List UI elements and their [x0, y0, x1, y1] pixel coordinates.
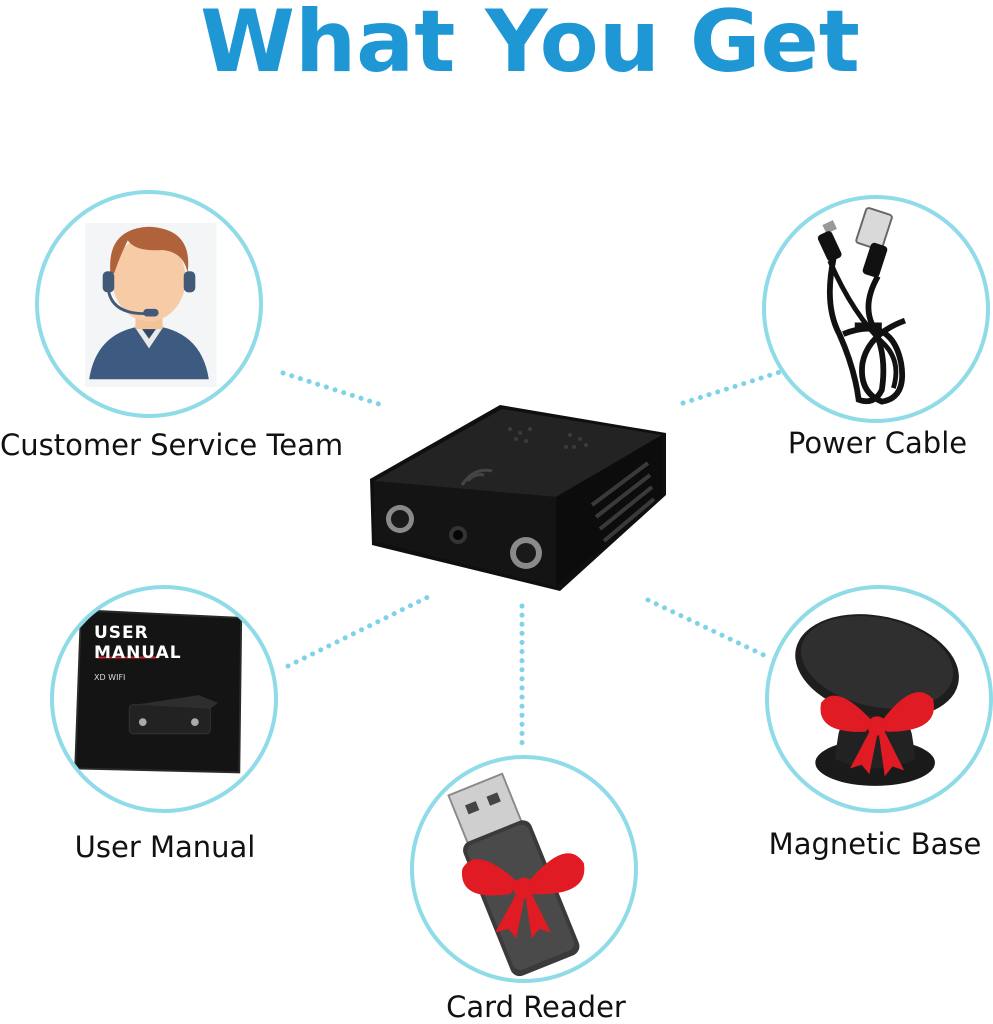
- connector-line-user-manual: [285, 593, 433, 669]
- customer-service-circle: [35, 190, 263, 418]
- magnetic-base-label: Magnetic Base: [768, 827, 982, 861]
- power-cable-circle: [762, 195, 990, 423]
- card-reader-circle: [410, 755, 638, 983]
- power-cable-label: Power Cable: [787, 426, 968, 460]
- connector-line-magnetic-base: [645, 597, 773, 661]
- user-manual-label: User Manual: [74, 830, 256, 864]
- card-reader-label: Card Reader: [446, 990, 626, 1024]
- manual-title-line1: USER: [94, 623, 149, 643]
- manual-title-line2: MANUAL: [94, 643, 182, 663]
- bow-icon: [820, 692, 934, 777]
- customer-service-agent-icon: [85, 222, 217, 387]
- usb-cable-icon: [817, 207, 906, 405]
- magnetic-base-icon: [795, 614, 959, 786]
- magnetic-base-circle: [765, 585, 993, 813]
- manual-subtitle: XD WIFI: [94, 673, 126, 682]
- user-manual-circle: USER MANUAL XD WIFI: [50, 585, 278, 813]
- mini-camera-icon: [370, 405, 666, 591]
- customer-service-label: Customer Service Team: [0, 428, 344, 462]
- page-title: What You Get: [200, 0, 860, 92]
- card-reader-icon: [447, 772, 585, 977]
- bow-icon: [461, 853, 585, 939]
- user-manual-booklet-icon: [74, 609, 243, 774]
